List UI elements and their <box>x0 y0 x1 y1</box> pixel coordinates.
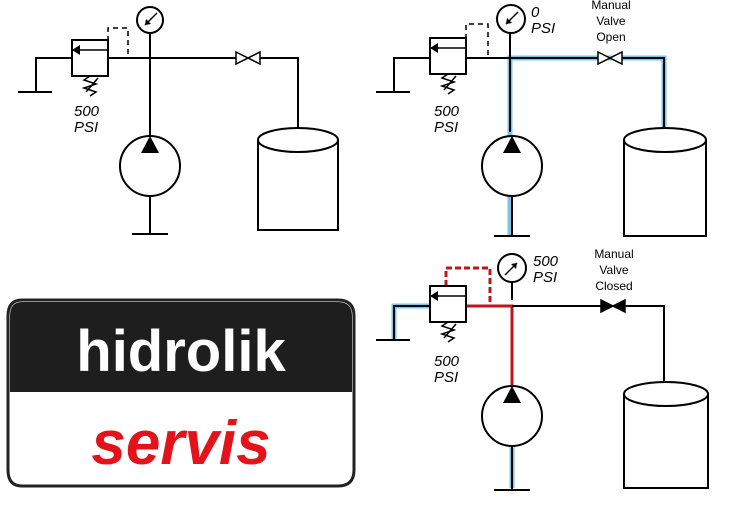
relief-setting-value: 500 <box>74 103 100 120</box>
reservoir-tank <box>257 127 339 231</box>
gauge-reading-unit: PSI <box>533 269 557 286</box>
gauge-reading-value: 500 <box>533 253 559 270</box>
gauge-reading-value: 0 <box>531 4 540 21</box>
gauge-reading-unit: PSI <box>531 20 555 37</box>
pressure-gauge <box>136 6 164 34</box>
reservoir-tank <box>623 381 709 489</box>
manual-valve <box>235 50 261 66</box>
circuit-top-right: 0 PSI Manual Valve Open 500 PSI <box>376 0 707 237</box>
circuit-bottom-right: 500 PSI Manual Valve Closed 500 PSI <box>376 247 709 491</box>
pump <box>119 135 181 235</box>
manual-valve <box>600 298 626 314</box>
valve-label-line-2: Valve <box>599 263 628 277</box>
valve-label-line-1: Manual <box>591 0 630 12</box>
drain-line <box>376 57 430 93</box>
pressure-gauge <box>497 253 527 283</box>
drain-line <box>18 57 72 93</box>
drain-line <box>376 305 430 341</box>
relief-valve <box>429 285 467 343</box>
relief-setting-unit: PSI <box>434 369 458 386</box>
relief-setting-unit: PSI <box>74 119 98 136</box>
relief-setting-value: 500 <box>434 353 460 370</box>
logo-word-top: hidrolik <box>76 319 286 384</box>
pressure-gauge <box>496 4 526 34</box>
reservoir-tank <box>623 127 707 237</box>
hidrolik-servis-logo: hidrolik servis <box>6 298 356 488</box>
relief-valve <box>429 23 489 95</box>
pump <box>481 135 543 237</box>
manual-valve <box>597 50 623 66</box>
pump <box>481 385 543 491</box>
circuit-top-left: 500 PSI <box>18 6 339 235</box>
valve-label-line-2: Valve <box>596 14 625 28</box>
logo-word-bottom: servis <box>91 409 270 478</box>
relief-valve <box>71 27 129 97</box>
relief-setting-unit: PSI <box>434 119 458 136</box>
relief-setting-value: 500 <box>434 103 460 120</box>
valve-label-line-3: Closed <box>595 279 632 293</box>
valve-label-line-1: Manual <box>594 247 633 261</box>
valve-label-line-3: Open <box>596 30 625 44</box>
